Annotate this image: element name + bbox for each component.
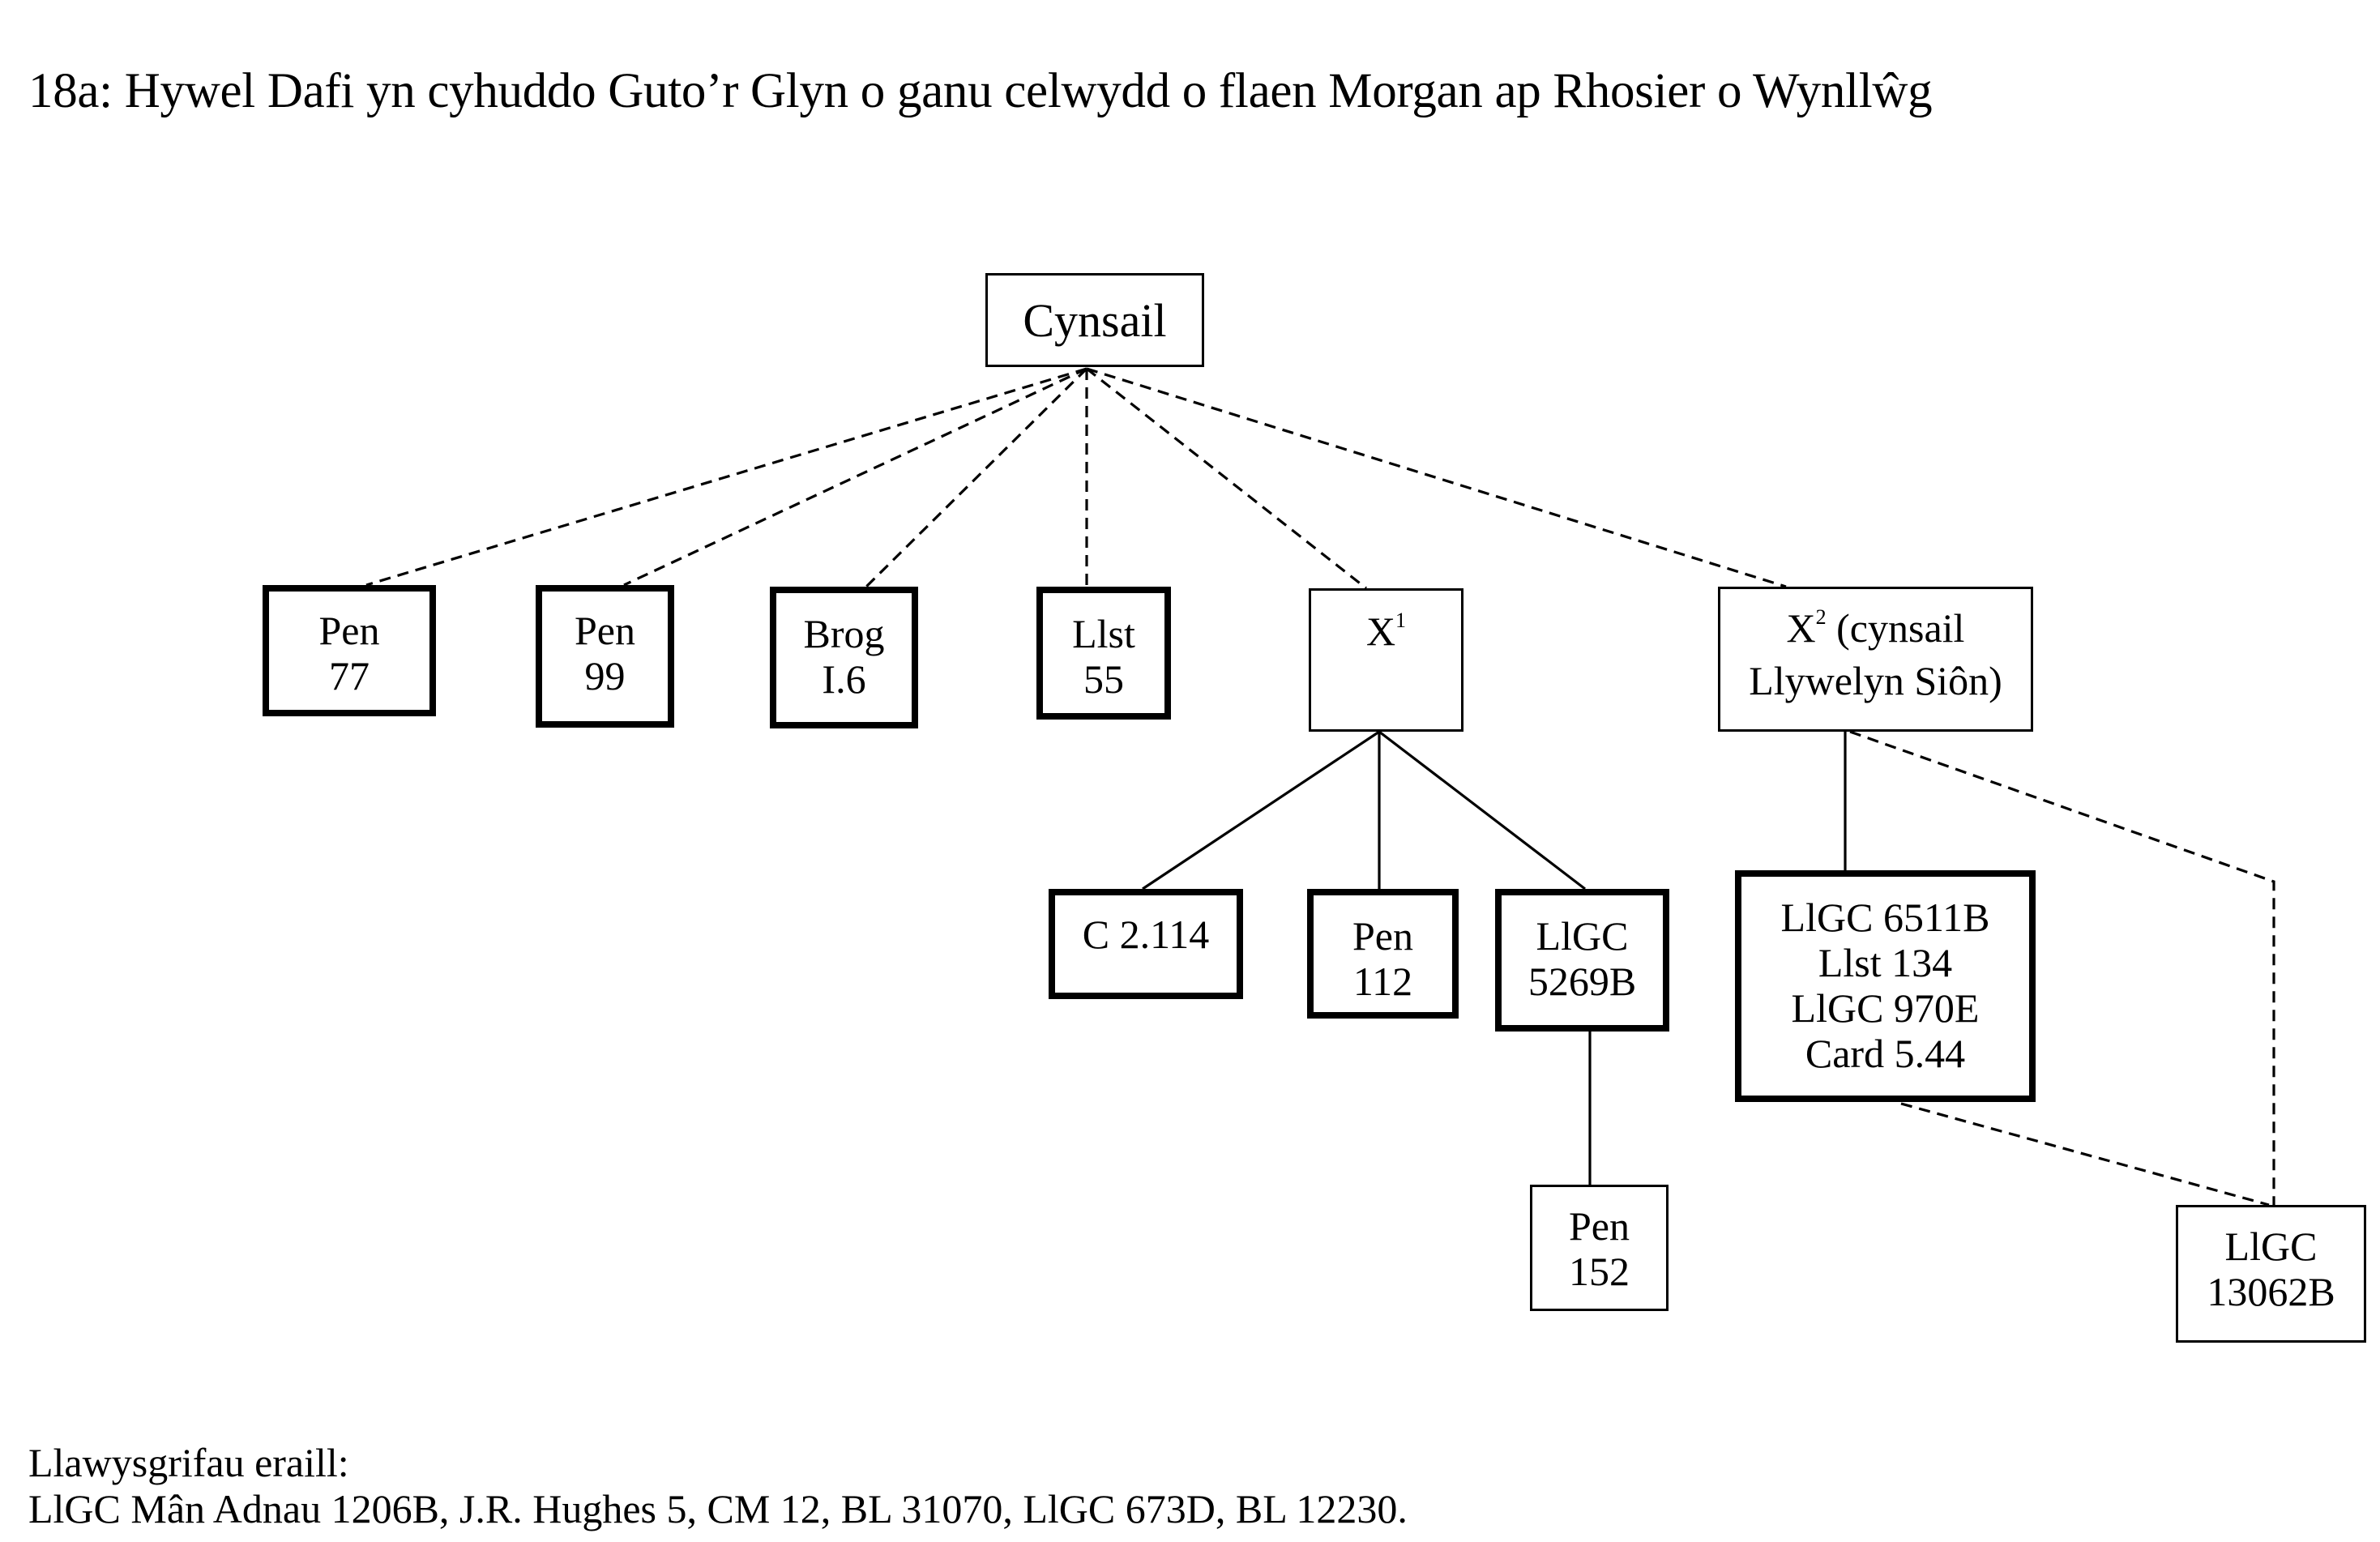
node-label: Brog xyxy=(803,611,885,656)
node-label-base: X xyxy=(1365,609,1396,654)
node-label: I.6 xyxy=(822,656,866,702)
other-manuscripts-heading: Llawysgrifau eraill: xyxy=(28,1440,349,1485)
edge-cynsail-x2 xyxy=(1086,367,1787,588)
node-pen-99: Pen 99 xyxy=(536,585,674,728)
node-label-rest: (cynsail xyxy=(1826,605,1965,651)
node-label: Pen xyxy=(1352,913,1413,959)
edge-x1-c2114 xyxy=(1142,730,1380,891)
node-label: LlGC xyxy=(1536,913,1629,959)
diagram-title: 18a: Hywel Dafi yn cyhuddo Guto’r Glyn o… xyxy=(28,64,1933,118)
node-llgc-5269b: LlGC 5269B xyxy=(1495,889,1669,1032)
node-llgc-13062b: LlGC 13062B xyxy=(2176,1205,2366,1343)
node-label: Llywelyn Siôn) xyxy=(1749,658,2002,703)
node-label: X2 (cynsail xyxy=(1720,605,2031,658)
node-pen-112: Pen 112 xyxy=(1307,889,1459,1019)
node-label: Llst xyxy=(1072,611,1135,656)
node-label: Cynsail xyxy=(1023,294,1167,347)
node-label: X1 xyxy=(1311,609,1461,661)
node-pen-152: Pen 152 xyxy=(1530,1185,1669,1311)
node-c-2-114: C 2.114 xyxy=(1049,889,1243,999)
node-label: LlGC 6511B xyxy=(1780,895,1990,940)
edge-cynsail-x1 xyxy=(1086,367,1367,590)
node-label: Pen xyxy=(1569,1203,1630,1249)
node-pen-77: Pen 77 xyxy=(263,585,436,716)
node-label: LlGC 970E xyxy=(1791,985,1980,1031)
edge-x1-llgc5269b xyxy=(1378,730,1586,891)
node-label: Pen xyxy=(318,608,380,653)
node-x1: X1 xyxy=(1309,588,1463,732)
edge-cynsail-brog xyxy=(865,367,1088,588)
edge-x2-llgc13062b xyxy=(1849,730,2275,1205)
node-label: 112 xyxy=(1352,959,1413,1004)
edge-cynsail-pen77 xyxy=(365,367,1087,587)
node-cynsail: Cynsail xyxy=(985,273,1204,367)
node-label: 13062B xyxy=(2207,1269,2335,1314)
node-x2: X2 (cynsail Llywelyn Siôn) xyxy=(1718,587,2033,732)
edge-cynsail-pen99 xyxy=(623,367,1087,587)
node-label: 5269B xyxy=(1528,959,1637,1004)
node-label: C 2.114 xyxy=(1082,912,1210,957)
node-label: 99 xyxy=(584,653,626,698)
node-label-base: X xyxy=(1786,605,1816,651)
node-label: Card 5.44 xyxy=(1805,1031,1966,1076)
node-llgc-6511b-group: LlGC 6511B Llst 134 LlGC 970E Card 5.44 xyxy=(1735,870,2036,1102)
node-brog-i6: Brog I.6 xyxy=(770,587,918,728)
node-label-superscript: 1 xyxy=(1395,609,1407,632)
node-label: Llst 134 xyxy=(1818,940,1953,985)
node-llst-55: Llst 55 xyxy=(1036,587,1171,720)
node-label: LlGC xyxy=(2224,1224,2318,1269)
node-label: 152 xyxy=(1569,1249,1630,1294)
node-label: 55 xyxy=(1083,656,1124,702)
edge-group-llgc13062b xyxy=(1900,1102,2270,1207)
node-label-superscript: 2 xyxy=(1815,605,1827,629)
other-manuscripts-list: LlGC Mân Adnau 1206B, J.R. Hughes 5, CM … xyxy=(28,1486,1408,1531)
node-label: 77 xyxy=(329,653,370,698)
node-label: Pen xyxy=(575,608,635,653)
